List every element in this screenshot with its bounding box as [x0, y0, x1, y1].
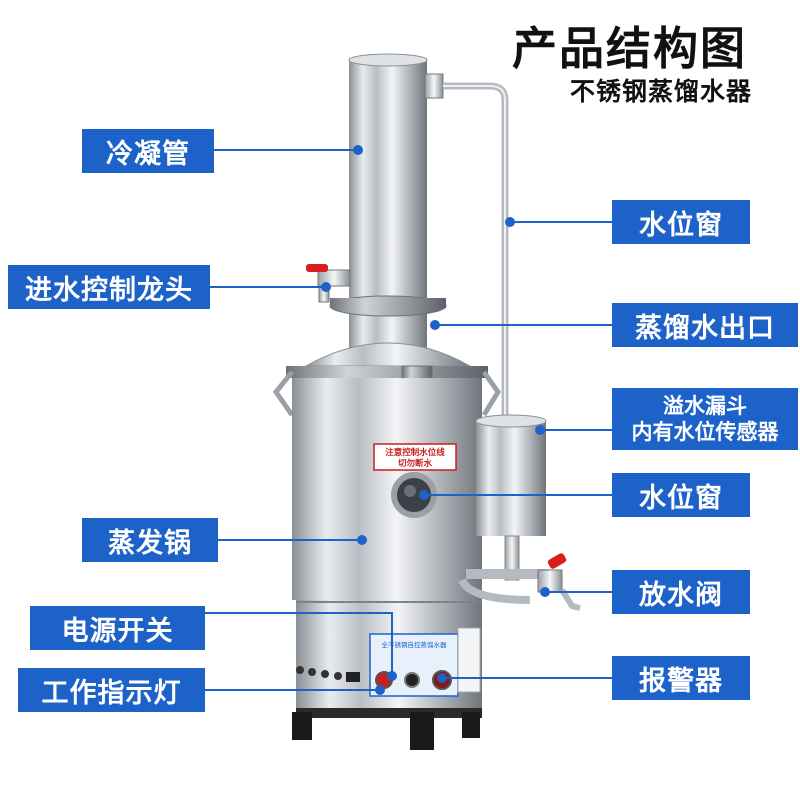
label-alarm: 报警器: [612, 656, 750, 700]
power-switch-knob: [404, 672, 420, 688]
drain-valve-handle: [547, 553, 567, 569]
boiler-lid: [304, 342, 472, 367]
label-drain-valve: 放水阀: [612, 570, 750, 614]
label-overflow-funnel-title: 溢水漏斗: [663, 394, 747, 418]
boiler-body: [292, 378, 482, 600]
label-condenser: 冷凝管: [82, 129, 214, 173]
warning-text-1: 注意控制水位线: [385, 447, 445, 458]
page-title: 产品结构图: [512, 22, 748, 75]
warning-sticker: [373, 443, 457, 471]
label-power-switch: 电源开关: [30, 606, 205, 650]
panel-text: 全不锈钢自控蒸馏水器: [382, 640, 448, 649]
label-inlet-valve: 进水控制龙头: [8, 265, 210, 309]
label-overflow-funnel-sub: 内有水位传感器: [631, 420, 779, 444]
label-distilled-outlet: 蒸馏水出口: [612, 303, 798, 347]
inlet-valve-handle: [306, 264, 328, 272]
label-evaporator: 蒸发锅: [82, 518, 218, 562]
label-indicator-light: 工作指示灯: [18, 668, 205, 712]
overflow-funnel: [476, 420, 546, 536]
label-water-window-mid: 水位窗: [612, 473, 750, 517]
warning-text-2: 切勿断水: [398, 458, 433, 469]
page-subtitle: 不锈钢蒸馏水器: [570, 77, 753, 106]
label-overflow-funnel: 溢水漏斗 内有水位传感器: [612, 388, 798, 450]
label-water-window-top: 水位窗: [612, 200, 750, 244]
condenser-tube: [349, 58, 427, 368]
leader-lines: [205, 145, 612, 695]
